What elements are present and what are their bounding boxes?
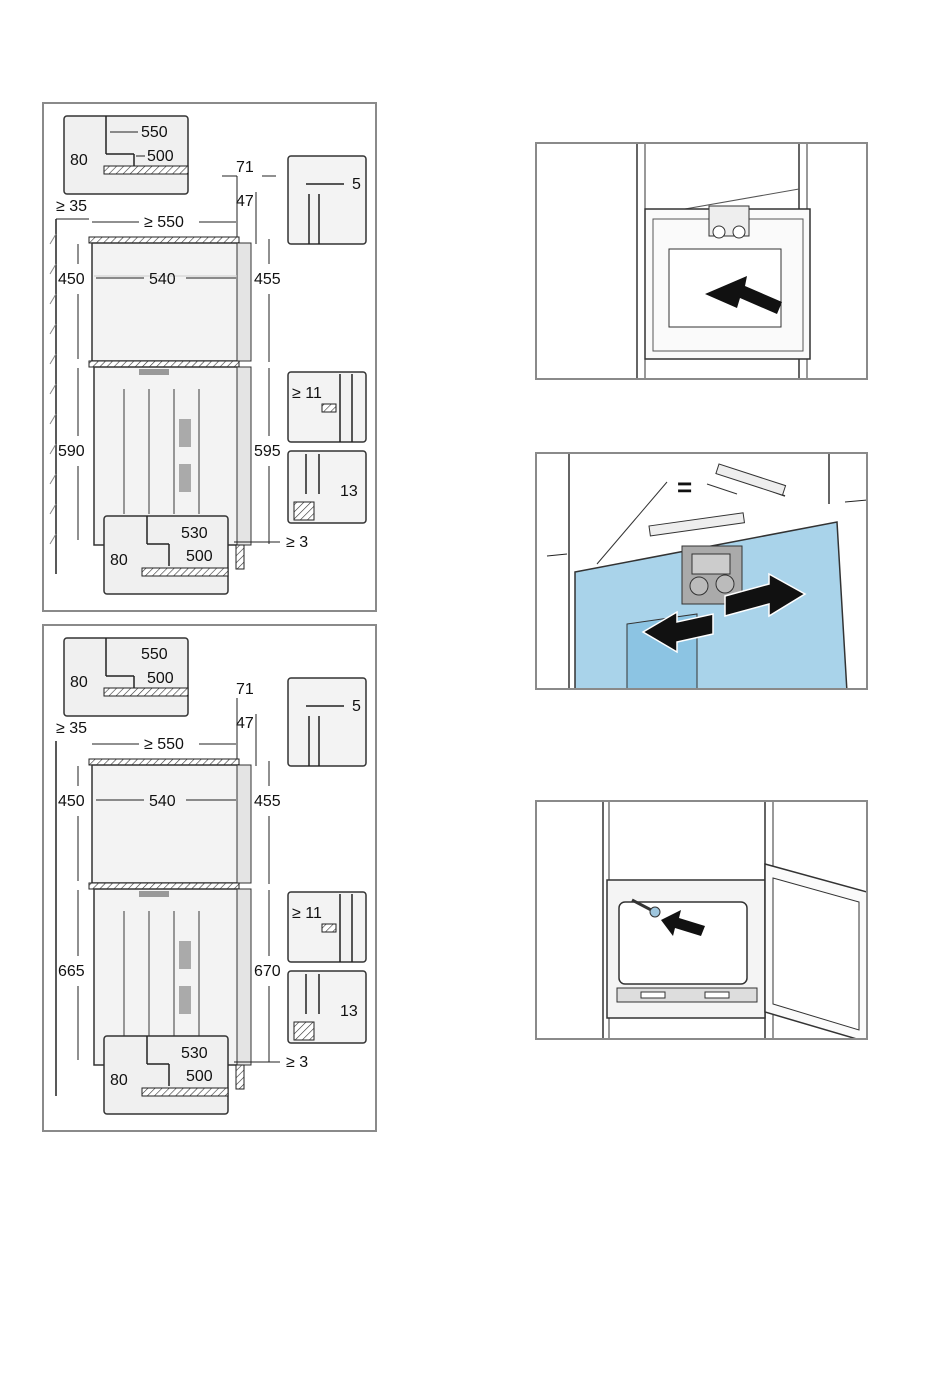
step-fasten-screw (535, 800, 868, 1040)
dim-lower-left: 665 (58, 963, 85, 980)
dim-540: 540 (149, 271, 176, 288)
dim-3: ≥ 3 (286, 1054, 308, 1071)
diagram-svg: 550 500 80 71 47 ≥ 35 ≥ 550 540 450 455 (44, 626, 377, 1132)
dim-35: ≥ 35 (56, 198, 87, 215)
inset-bottom-d2: 500 (186, 1068, 213, 1085)
dim-lower-right: 595 (254, 443, 281, 460)
dim-455: 455 (254, 793, 281, 810)
inset-bottom-d3: 80 (110, 552, 128, 569)
callout-13: 13 (340, 1003, 358, 1020)
dim-47: 47 (236, 715, 254, 732)
inset-top-d1: 550 (141, 124, 168, 141)
callout-5: 5 (352, 698, 361, 715)
fasten-illustration (537, 802, 868, 1040)
dim-450: 450 (58, 271, 85, 288)
inset-top-d1: 550 (141, 646, 168, 663)
callout-5: 5 (352, 176, 361, 193)
installation-diagram-665: 550 500 80 71 47 ≥ 35 ≥ 550 540 450 455 (42, 624, 377, 1132)
knob-left-icon (690, 577, 708, 595)
dim-lower-left: 590 (58, 443, 85, 460)
inset-top-d3: 80 (70, 674, 88, 691)
dim-550: ≥ 550 (144, 736, 184, 753)
inset-top-d3: 80 (70, 152, 88, 169)
callout-5-box (288, 156, 366, 244)
inset-top-d2: 500 (147, 148, 174, 165)
insert-illustration (537, 144, 868, 380)
dim-35: ≥ 35 (56, 720, 87, 737)
dim-455: 455 (254, 271, 281, 288)
installation-diagram-590: 550 500 80 71 47 ≥ 35 ≥ 550 540 450 455 (42, 102, 377, 612)
callout-11: ≥ 11 (292, 905, 322, 922)
dim-450: 450 (58, 793, 85, 810)
cavity (619, 902, 747, 984)
inset-bottom-d1: 530 (181, 1045, 208, 1062)
inset-top-d2: 500 (147, 670, 174, 687)
dim-3: ≥ 3 (286, 534, 308, 551)
step-insert-appliance (535, 142, 868, 380)
dim-540: 540 (149, 793, 176, 810)
upper-door (237, 243, 251, 361)
upper-appliance (92, 243, 239, 361)
knob-left-icon (713, 226, 725, 238)
spirit-level-front-icon (649, 513, 744, 536)
knob-right-icon (716, 575, 734, 593)
shelf-middle (89, 361, 239, 367)
step-align-appliance: = (535, 452, 868, 690)
dim-lower-right: 670 (254, 963, 281, 980)
inset-bottom-d2: 500 (186, 548, 213, 565)
inset-bottom-d3: 80 (110, 1072, 128, 1089)
dim-550: ≥ 550 (144, 214, 184, 231)
equal-sign: = (677, 472, 692, 502)
lower-door (237, 367, 251, 545)
align-illustration: = (537, 454, 868, 690)
dim-71: 71 (236, 159, 254, 176)
knob-right-icon (733, 226, 745, 238)
diagram-svg: 550 500 80 71 47 ≥ 35 ≥ 550 540 450 455 (44, 104, 377, 612)
dim-71: 71 (236, 681, 254, 698)
shelf-top (89, 237, 239, 243)
screw-icon (650, 907, 660, 917)
inset-bottom-d1: 530 (181, 525, 208, 542)
dim-47: 47 (236, 193, 254, 210)
callout-11: ≥ 11 (292, 385, 322, 402)
callout-13: 13 (340, 483, 358, 500)
upper-appliance (92, 765, 239, 883)
